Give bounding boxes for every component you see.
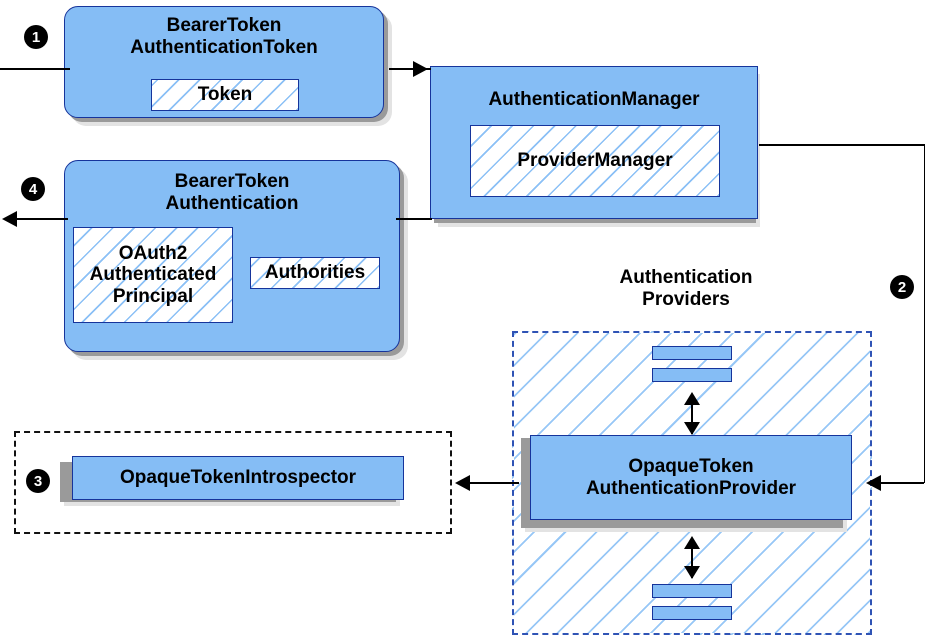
connector-token-to-manager (389, 68, 431, 70)
oauth2-principal-line1: OAuth2 (118, 243, 188, 265)
marker-step-4-label: 4 (28, 180, 38, 198)
provider-stack-top-bar-2 (652, 368, 732, 382)
opaque-token-introspector[interactable]: OpaqueTokenIntrospector (72, 456, 404, 500)
connector-provider-to-introspector (469, 482, 519, 484)
marker-step-1-label: 1 (31, 28, 41, 46)
arrow-authentication-out (2, 211, 17, 227)
arrow-provider-down-up (684, 536, 700, 549)
oauth2-principal-line2: Authenticated (89, 264, 217, 286)
marker-step-2: 2 (890, 275, 914, 299)
connector-provider-up-link (691, 396, 693, 434)
marker-step-1: 1 (24, 25, 48, 49)
introspector-group (14, 431, 452, 534)
bearer-token-authentication-token-title: BearerToken AuthenticationToken (65, 15, 383, 58)
opaque-token-authentication-provider[interactable]: OpaqueToken AuthenticationProvider (530, 435, 852, 520)
provider-stack-bottom-bar-2 (652, 606, 732, 620)
connector-manager-to-authentication (396, 218, 432, 220)
authentication-manager[interactable]: AuthenticationManager ProviderManager (430, 66, 758, 219)
connector-request-in (0, 68, 70, 70)
token-inner-label: Token (197, 84, 253, 106)
oauth2-principal-line3: Principal (112, 285, 194, 307)
arrow-manager-to-provider (866, 475, 881, 491)
opaque-token-authentication-provider-line2: AuthenticationProvider (585, 477, 797, 499)
bearer-token-authentication-token-title-line2: AuthenticationToken (130, 36, 318, 58)
authorities-label: Authorities (264, 262, 366, 284)
opaque-token-introspector-label: OpaqueTokenIntrospector (119, 467, 357, 489)
arrow-provider-down (684, 566, 700, 579)
connector-manager-down (923, 144, 926, 483)
arrow-provider-up (684, 392, 700, 405)
arrow-provider-to-introspector (455, 475, 470, 491)
authentication-providers-caption-line2: Providers (642, 288, 730, 310)
connector-authentication-out (16, 218, 68, 220)
bearer-token-authentication[interactable]: BearerToken Authentication OAuth2 Authen… (64, 160, 400, 352)
opaque-token-authentication-provider-line1: OpaqueToken (628, 456, 754, 478)
connector-provider-down-link (691, 540, 693, 578)
marker-step-2-label: 2 (897, 278, 907, 296)
provider-stack-top-bar-1 (652, 346, 732, 360)
marker-step-3: 3 (26, 469, 50, 493)
provider-manager-label: ProviderManager (517, 150, 673, 172)
connector-manager-right (759, 144, 925, 146)
bearer-token-authentication-title-line2: Authentication (165, 192, 299, 214)
authentication-manager-title: AuthenticationManager (488, 89, 700, 110)
bearer-token-authentication-token[interactable]: BearerToken AuthenticationToken Token (64, 6, 384, 118)
marker-step-3-label: 3 (33, 472, 43, 490)
token-inner-box[interactable]: Token (151, 79, 299, 111)
bearer-token-authentication-title: BearerToken Authentication (65, 171, 399, 214)
marker-step-4: 4 (21, 177, 45, 201)
oauth2-authenticated-principal-box[interactable]: OAuth2 Authenticated Principal (73, 227, 233, 323)
provider-manager-inner-box[interactable]: ProviderManager (470, 125, 720, 197)
arrow-token-to-manager (413, 61, 428, 77)
authentication-providers-caption-line1: Authentication (619, 267, 753, 288)
authorities-box[interactable]: Authorities (250, 257, 380, 289)
bearer-token-authentication-title-line1: BearerToken (174, 171, 290, 192)
arrow-provider-up-down (684, 422, 700, 435)
authentication-providers-caption: Authentication Providers (578, 267, 794, 310)
provider-stack-bottom-bar-1 (652, 584, 732, 598)
bearer-token-authentication-token-title-line1: BearerToken (166, 15, 282, 36)
connector-manager-to-provider (880, 482, 924, 484)
